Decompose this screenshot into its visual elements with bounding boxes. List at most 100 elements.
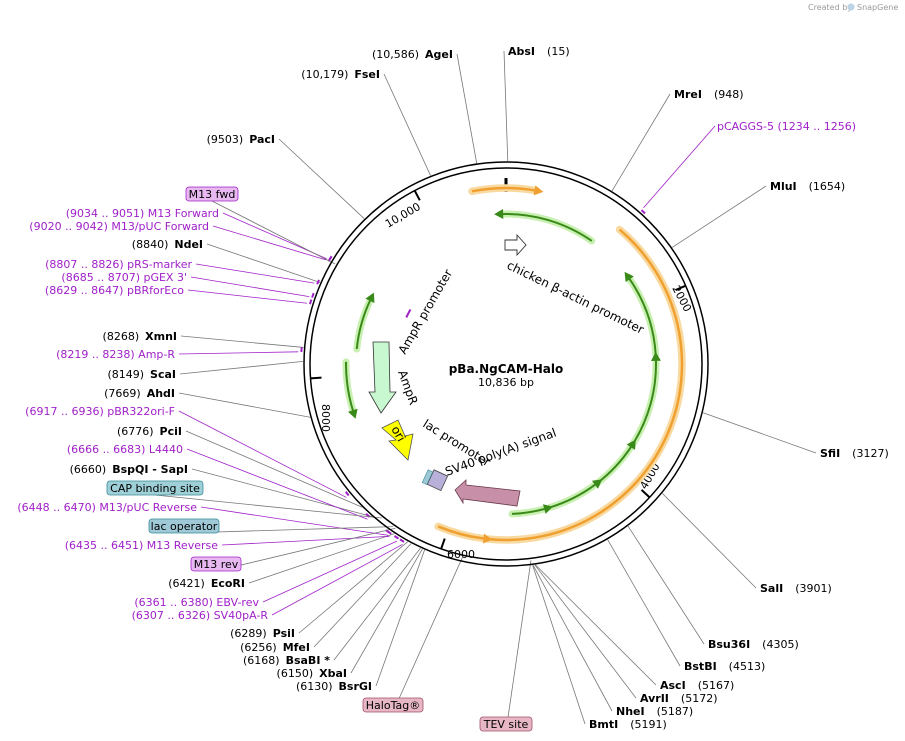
box-label-halotag[interactable]: HaloTag® bbox=[366, 699, 420, 712]
box-label-m13-rev[interactable]: M13 rev bbox=[194, 558, 239, 571]
site-label-bspqi-sapi[interactable]: (6660)BspQI - SapI bbox=[70, 463, 188, 476]
site-connector bbox=[375, 549, 425, 687]
feature-label-ampr-promoter: AmpR promoter bbox=[395, 267, 455, 357]
site-label-mrei[interactable]: MreI(948) bbox=[674, 88, 744, 101]
box-connector bbox=[392, 556, 463, 713]
box-connector bbox=[211, 200, 336, 265]
green-arrowhead bbox=[591, 479, 603, 489]
green-arc-ampr-promoter-glow bbox=[353, 295, 375, 353]
site-connector bbox=[383, 73, 431, 176]
site-label-absi[interactable]: AbsI(15) bbox=[508, 45, 570, 58]
plasmid-name: pBa.NgCAM-Halo bbox=[449, 362, 564, 376]
site-label-nhei[interactable]: NheI(5187) bbox=[616, 705, 693, 718]
box-label-tev-site[interactable]: TEV site bbox=[483, 718, 529, 731]
primer-label-8807-8826-prs-marker[interactable]: (8807 .. 8826) pRS-marker bbox=[45, 258, 192, 271]
feature-label-ori: ori bbox=[388, 424, 408, 445]
green-arc-1 bbox=[501, 213, 593, 242]
site-label-ecori[interactable]: (6421)EcoRI bbox=[168, 577, 245, 590]
site-label-fsei[interactable]: (10,179)FseI bbox=[301, 68, 380, 81]
site-connector bbox=[313, 543, 412, 648]
green-arc-3-glow bbox=[628, 355, 660, 450]
label-connectors bbox=[154, 50, 817, 732]
tick-label: 10,000 bbox=[383, 200, 423, 231]
primer-label-8219-8238-amp-r[interactable]: (8219 .. 8238) Amp-R bbox=[56, 348, 175, 361]
site-label-avrii[interactable]: AvrII(5172) bbox=[640, 692, 717, 705]
green-arc-2 bbox=[627, 276, 657, 355]
cap-site-box bbox=[421, 469, 434, 486]
box-label-bg bbox=[185, 186, 239, 202]
plasmid-size: 10,836 bp bbox=[478, 376, 534, 389]
primer-label-6917-6936-pbr322ori-f[interactable]: (6917 .. 6936) pBR322ori-F bbox=[25, 405, 175, 418]
primer-label-9020-9042-m13-puc-forward[interactable]: (9020 .. 9042) M13/pUC Forward bbox=[29, 220, 209, 233]
site-label-bstbi[interactable]: BstBI(4513) bbox=[684, 660, 765, 673]
feature-label-ampr: AmpR bbox=[395, 368, 420, 406]
box-connector bbox=[505, 560, 532, 732]
box-connector bbox=[215, 527, 396, 572]
site-connector bbox=[178, 392, 311, 418]
site-label-sfii[interactable]: SfiI(3127) bbox=[820, 447, 889, 460]
site-label-pcii[interactable]: (6776)PciI bbox=[117, 425, 182, 438]
green-arc-1-glow bbox=[497, 210, 596, 245]
tick-label: 6000 bbox=[447, 548, 475, 561]
site-label-asci[interactable]: AscI(5167) bbox=[660, 679, 734, 692]
lac-promoter-box bbox=[426, 469, 449, 492]
site-label-sali[interactable]: SalI(3901) bbox=[760, 582, 832, 595]
primer-connector bbox=[190, 276, 310, 298]
primer-connector bbox=[195, 263, 315, 284]
primer-label-6448-6470-m13-puc-reverse[interactable]: (6448 .. 6470) M13/pUC Reverse bbox=[17, 501, 197, 514]
site-connector bbox=[248, 533, 395, 584]
site-label-mlui[interactable]: MluI(1654) bbox=[770, 180, 845, 193]
primer-mark bbox=[399, 538, 405, 543]
box-label-bg bbox=[190, 556, 242, 572]
site-label-xbai[interactable]: (6150)XbaI bbox=[277, 667, 347, 680]
primer-label-6307-6326-sv40pa-r[interactable]: (6307 .. 6326) SV40pA-R bbox=[132, 609, 269, 622]
site-label-mfei[interactable]: (6256)MfeI bbox=[240, 641, 310, 654]
sv40-polya-arrow bbox=[454, 479, 521, 507]
green-arc-ampr-promoter bbox=[355, 298, 372, 350]
site-label-paci[interactable]: (9503)PacI bbox=[207, 133, 275, 146]
site-connector bbox=[662, 493, 757, 589]
box-label-cap-binding-site[interactable]: CAP binding site bbox=[110, 482, 200, 495]
chicken-beta-actin-arrow bbox=[504, 233, 527, 257]
green-arrowhead bbox=[542, 504, 553, 514]
site-label-scai[interactable]: (8149)ScaI bbox=[107, 368, 176, 381]
backbone-outer bbox=[303, 161, 709, 567]
site-label-xmni[interactable]: (8268)XmnI bbox=[103, 330, 177, 343]
site-label-bsrgi[interactable]: (6130)BsrGI bbox=[296, 680, 372, 693]
site-label-agei[interactable]: (10,586)AgeI bbox=[372, 48, 453, 61]
primer-label-pcaggs-5-1234-1256[interactable]: pCAGGS-5 (1234 .. 1256) bbox=[717, 120, 856, 133]
primer-mark bbox=[393, 535, 400, 540]
primer-label-8629-8647-pbrforeco[interactable]: (8629 .. 8647) pBRforEco bbox=[45, 284, 184, 297]
primer-connector bbox=[200, 506, 388, 536]
green-arrowhead bbox=[365, 292, 375, 303]
site-label-psii[interactable]: (6289)PsiI bbox=[230, 627, 295, 640]
site-label-bsu36i[interactable]: Bsu36I(4305) bbox=[708, 638, 799, 651]
primer-label-9034-9051-m13-forward[interactable]: (9034 .. 9051) M13 Forward bbox=[66, 207, 219, 220]
primer-connector bbox=[178, 410, 347, 498]
site-connector bbox=[532, 565, 586, 725]
site-connector bbox=[702, 412, 817, 454]
primer-label-8685-8707-pgex-3[interactable]: (8685 .. 8707) pGEX 3' bbox=[61, 271, 187, 284]
orf-arrowhead bbox=[533, 185, 544, 196]
box-connector bbox=[154, 494, 382, 519]
green-arc-2-glow bbox=[625, 274, 660, 359]
primer-connector bbox=[643, 125, 716, 209]
ori-arrow bbox=[381, 419, 414, 461]
site-label-bmti[interactable]: BmtI(5191) bbox=[589, 718, 667, 731]
box-label-m13-fwd[interactable]: M13 fwd bbox=[189, 188, 236, 201]
site-connector bbox=[611, 93, 671, 192]
site-label-ndei[interactable]: (8840)NdeI bbox=[132, 238, 203, 251]
green-arrowhead bbox=[624, 271, 634, 283]
site-label-bsabi[interactable]: (6168)BsaBI * bbox=[243, 654, 330, 667]
site-connector bbox=[191, 468, 373, 517]
site-connector bbox=[534, 564, 637, 699]
site-connector bbox=[535, 564, 657, 686]
primer-label-6361-6380-ebv-rev[interactable]: (6361 .. 6380) EBV-rev bbox=[134, 596, 259, 609]
green-arrowhead bbox=[494, 209, 504, 220]
site-connector bbox=[627, 525, 705, 645]
primer-label-6666-6683-l4440[interactable]: (6666 .. 6683) L4440 bbox=[67, 443, 183, 456]
box-label-lac-operator[interactable]: lac operator bbox=[151, 520, 218, 533]
site-label-ahdi[interactable]: (7669)AhdI bbox=[104, 387, 175, 400]
green-arc-5 bbox=[550, 482, 598, 509]
primer-label-6435-6451-m13-reverse[interactable]: (6435 .. 6451) M13 Reverse bbox=[65, 539, 218, 552]
